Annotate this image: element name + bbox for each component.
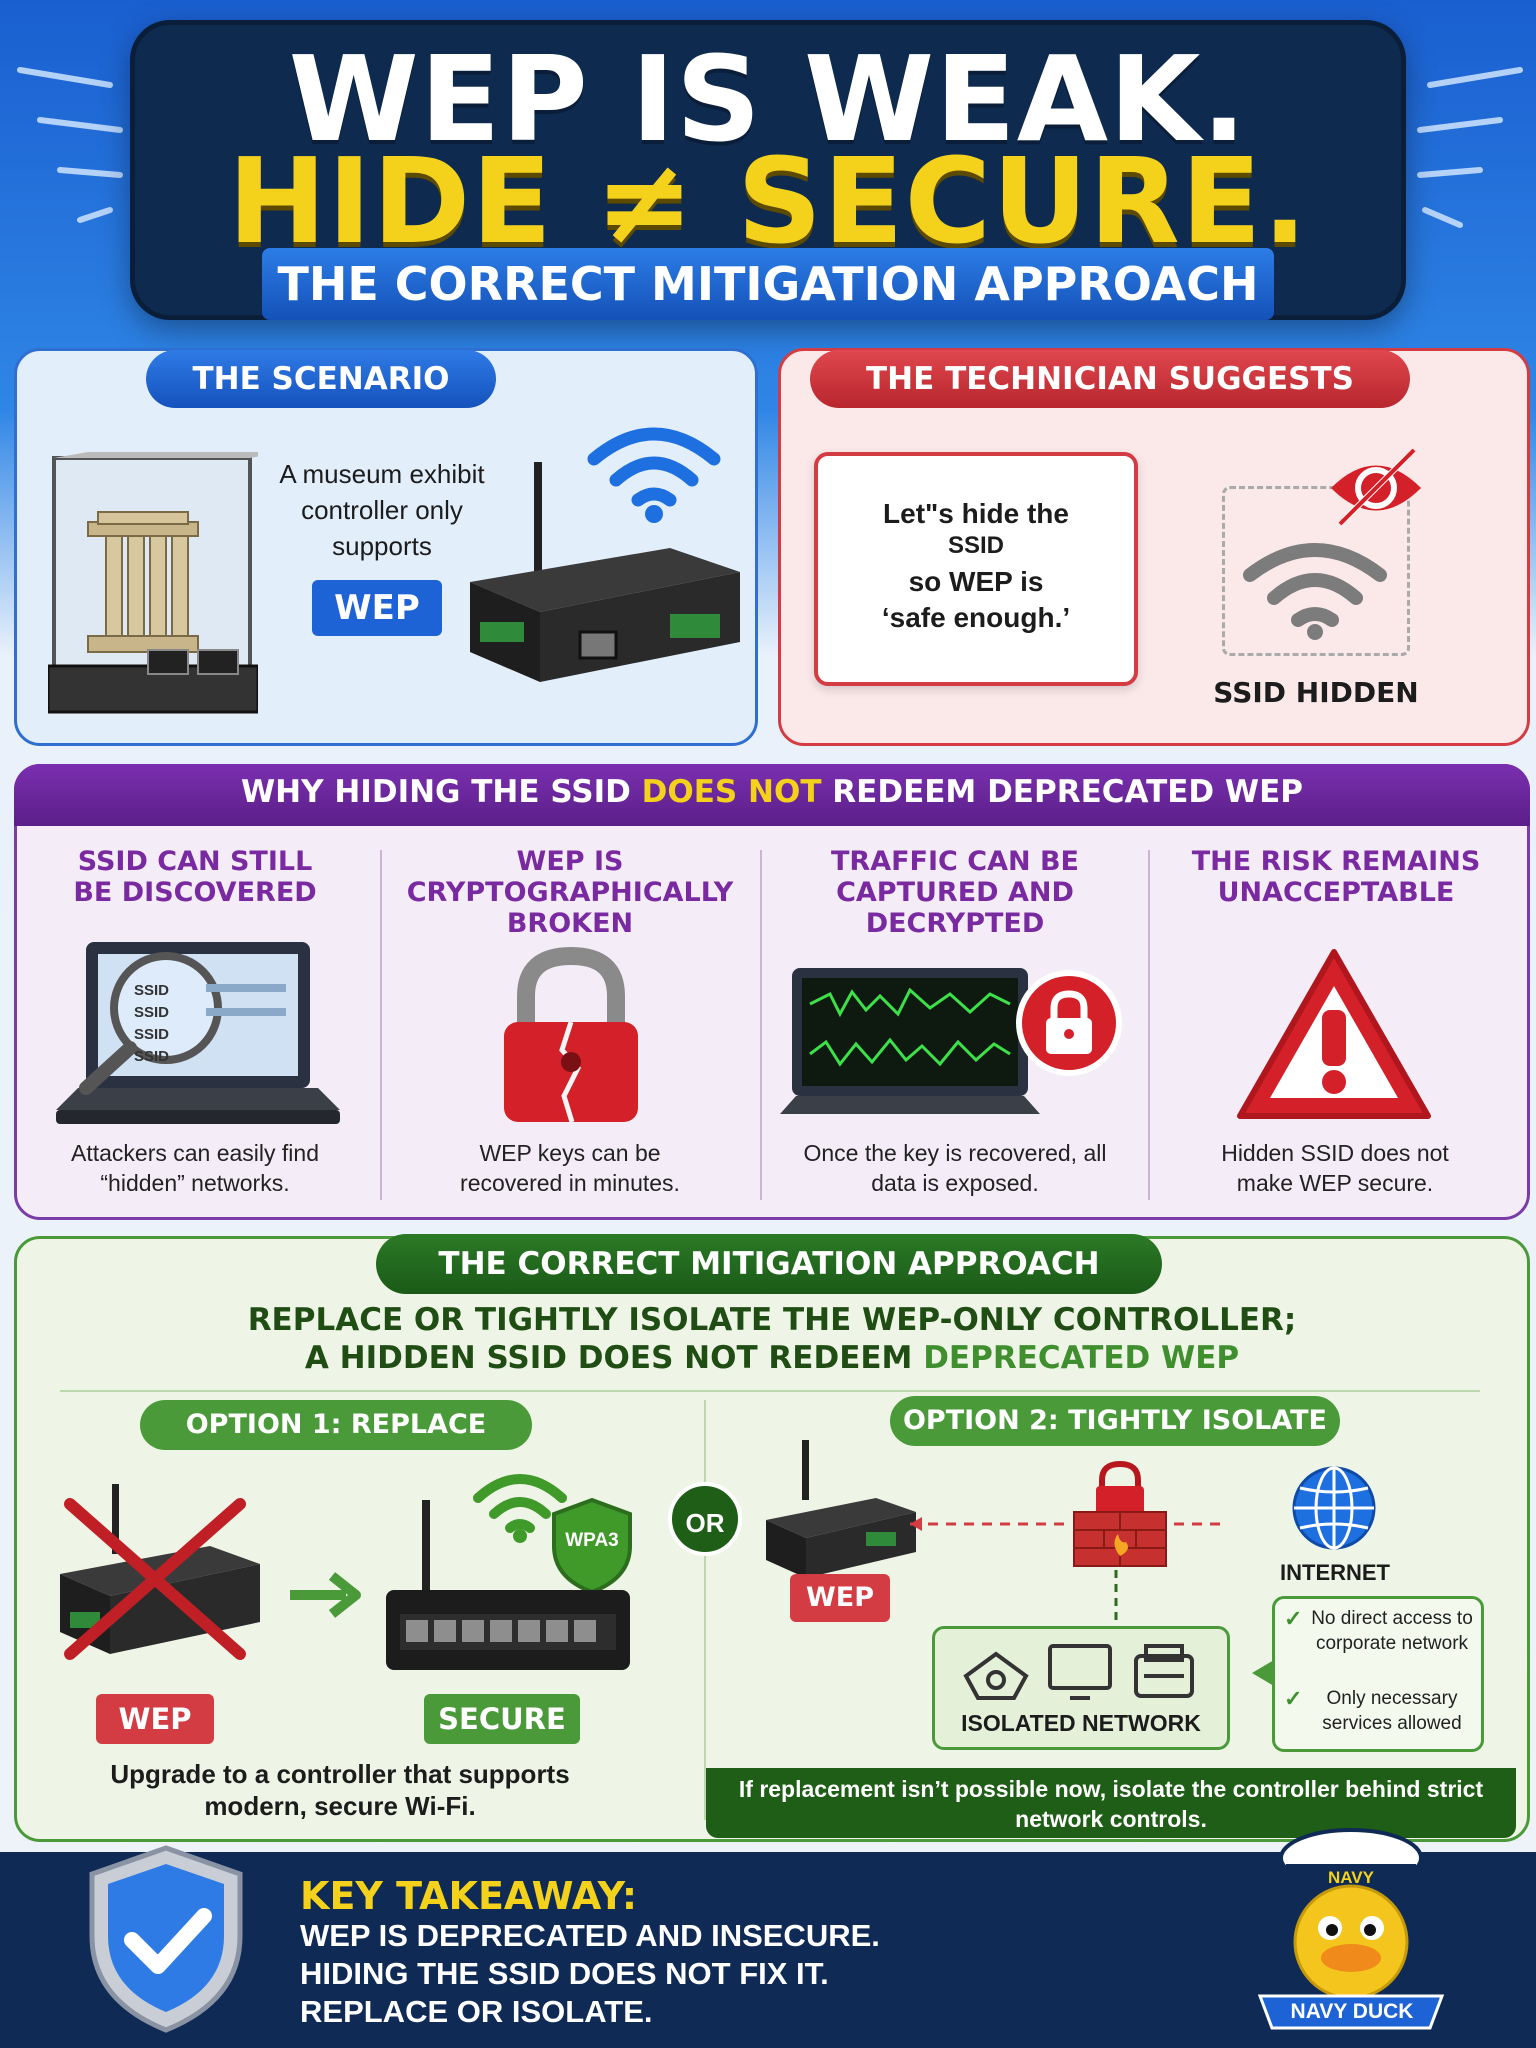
headline-ribbon: THE CORRECT MITIGATION APPROACH — [262, 248, 1274, 320]
red-lock-badge-icon — [1016, 970, 1122, 1076]
hidden-ssid-box — [1222, 486, 1410, 656]
check-icon-1: ✓ — [1284, 1606, 1303, 1631]
why-col2-sub: WEP keys can be recovered in minutes. — [460, 1140, 680, 1196]
isolated-wep-device-icon — [766, 1440, 916, 1578]
old-wep-device-crossed-icon — [60, 1484, 260, 1660]
why-col2-head: WEP IS CRYPTOGRAPHICALLY BROKEN — [406, 846, 734, 939]
why-col1-sub: Attackers can easily find “hidden” netwo… — [70, 1140, 319, 1196]
arrow-right-icon — [290, 1572, 361, 1618]
or-circle: OR — [668, 1482, 742, 1556]
mascot-banner-text: NAVY DUCK — [1290, 2000, 1414, 2023]
why-col3-sub: Once the key is recovered, all data is e… — [803, 1140, 1107, 1196]
why-divider-1 — [380, 850, 382, 1200]
takeaway-line2: HIDING THE SSID DOES NOT FIX IT. — [300, 1956, 829, 1991]
museum-exhibit-icon — [48, 452, 258, 714]
headline-line2: HIDE ≠ SECURE. — [227, 132, 1309, 270]
globe-internet-icon — [1292, 1466, 1376, 1550]
checklist-pointer — [1252, 1660, 1274, 1686]
laptop-ssid-3: SSID — [134, 1026, 170, 1043]
why-title-a: WHY HIDING THE SSID — [240, 774, 642, 810]
isolated-network-label: ISOLATED NETWORK — [961, 1710, 1201, 1736]
mitigation-separator — [60, 1390, 1480, 1392]
technician-quote-box — [814, 452, 1138, 686]
mitigation-line2-a: A HIDDEN SSID DOES NOT REDEEM — [304, 1340, 924, 1376]
ssid-hidden-label: SSID HIDDEN — [1213, 676, 1419, 709]
quote-line2: SSID — [947, 532, 1004, 559]
firewall-lock-icon — [1073, 1460, 1167, 1567]
why-divider-2 — [760, 850, 762, 1200]
option-divider — [704, 1400, 706, 1820]
scenario-text: A museum exhibit controller only support… — [279, 459, 485, 561]
mitigation-title: THE CORRECT MITIGATION APPROACH — [376, 1234, 1162, 1294]
mitigation-line1: REPLACE OR TIGHTLY ISOLATE THE WEP-ONLY … — [247, 1302, 1297, 1338]
mascot-hat-text: NAVY — [1328, 1868, 1374, 1887]
wifi-grey-icon — [1243, 543, 1387, 640]
option2-wep-badge: WEP — [790, 1574, 890, 1622]
why-col1-head: SSID CAN STILL BE DISCOVERED — [73, 846, 317, 908]
check-icon-2: ✓ — [1284, 1686, 1303, 1711]
internet-label: INTERNET — [1280, 1560, 1390, 1585]
why-title-c: REDEEM DEPRECATED WEP — [821, 774, 1304, 810]
why-col3-head: TRAFFIC CAN BE CAPTURED AND DECRYPTED — [831, 846, 1079, 939]
scenario-wep-badge: WEP — [312, 580, 442, 636]
shield-check-icon — [89, 1845, 243, 2033]
warning-triangle-icon — [1237, 949, 1431, 1119]
check-item-1: No direct access to corporate network — [1311, 1608, 1473, 1654]
laptop-traffic-icon — [780, 968, 1040, 1114]
connection-lines — [910, 1517, 1220, 1630]
takeaway-line1: WEP IS DEPRECATED AND INSECURE. — [300, 1918, 880, 1953]
option2-title: OPTION 2: TIGHTLY ISOLATE — [890, 1396, 1340, 1446]
wep-controller-device-icon — [470, 462, 740, 682]
option1-secure-badge: SECURE — [424, 1694, 580, 1744]
why-col4-sub: Hidden SSID does not make WEP secure. — [1221, 1140, 1449, 1196]
broken-lock-icon — [504, 946, 638, 1123]
technician-title: THE TECHNICIAN SUGGESTS — [810, 350, 1410, 408]
quote-line3: so WEP is — [908, 566, 1044, 597]
takeaway-title: KEY TAKEAWAY: — [300, 1874, 638, 1918]
scenario-title: THE SCENARIO — [146, 350, 496, 408]
eye-slash-icon — [1331, 448, 1421, 526]
checklist-box — [1272, 1596, 1484, 1752]
option1-wep-badge: WEP — [96, 1694, 214, 1744]
quote-line1: Let"s hide the — [883, 498, 1069, 529]
why-title-b: DOES NOT — [641, 774, 822, 810]
headline-line1: WEP IS WEAK. — [288, 30, 1248, 168]
mitigation-line2: A HIDDEN SSID DOES NOT REDEEM DEPRECATED… — [14, 1340, 1530, 1376]
why-title-bar — [14, 764, 1530, 826]
why-divider-3 — [1148, 850, 1150, 1200]
option1-desc: Upgrade to a controller that supports mo… — [110, 1759, 570, 1821]
navy-duck-mascot-icon — [1257, 1828, 1445, 2030]
takeaway-line3: REPLACE OR ISOLATE. — [300, 1994, 653, 2029]
laptop-ssid-2: SSID — [134, 1004, 170, 1021]
option1-title: OPTION 1: REPLACE — [140, 1400, 532, 1450]
wifi-green-icon — [473, 1474, 567, 1543]
secure-router-icon — [386, 1500, 630, 1670]
why-title: WHY HIDING THE SSID DOES NOT REDEEM DEPR… — [14, 774, 1530, 810]
laptop-ssid-1: SSID — [134, 982, 170, 999]
mitigation-line2-b: DEPRECATED WEP — [923, 1340, 1240, 1376]
check-item-2: Only necessary services allowed — [1322, 1688, 1462, 1734]
why-col4-head: THE RISK REMAINS UNACCEPTABLE — [1191, 846, 1481, 908]
laptop-magnifier-icon — [56, 942, 340, 1124]
wifi-icon — [587, 427, 721, 523]
quote-line4: ‘safe enough.’ — [881, 602, 1071, 633]
laptop-ssid-4: SSID — [134, 1048, 170, 1065]
isolated-devices-icon — [963, 1644, 1194, 1700]
option2-note: If replacement isn’t possible now, isola… — [706, 1768, 1516, 1838]
wpa3-label: WPA3 — [565, 1530, 619, 1551]
